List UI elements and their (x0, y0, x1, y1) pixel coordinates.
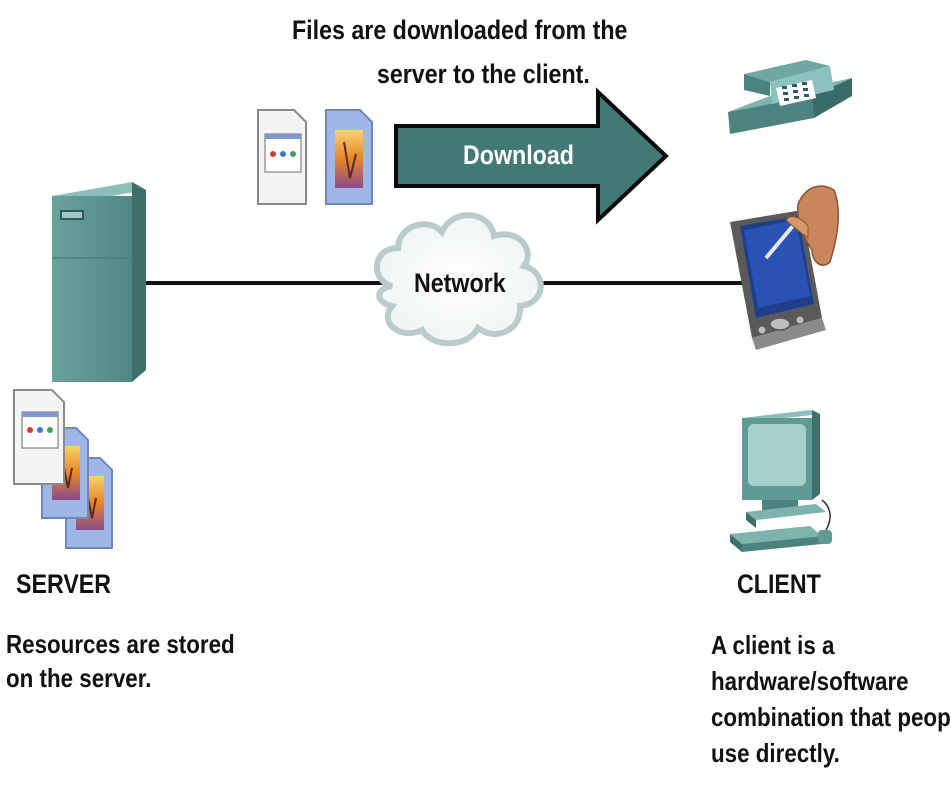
pda-icon (730, 185, 840, 350)
network-label: Network (414, 268, 506, 298)
client-description: A client is a hardware/software combinat… (711, 627, 951, 771)
server-title: SERVER (16, 569, 112, 599)
downloaded-files-icon (257, 109, 373, 205)
client-desc-line-3: combination that people (711, 702, 951, 732)
server-desc-line-1: Resources are stored (6, 629, 235, 659)
server-desc-line-2: on the server. (6, 663, 152, 693)
client-title: CLIENT (737, 569, 821, 599)
server-tower-icon (52, 182, 146, 382)
document-stack-icon (13, 389, 113, 549)
download-arrow (394, 87, 669, 225)
client-desc-line-1: A client is a (711, 630, 835, 660)
cloud-icon (373, 212, 544, 347)
ip-phone-icon (728, 60, 852, 134)
client-desc-line-4: use directly. (711, 738, 840, 768)
download-label: Download (463, 140, 574, 170)
caption-line-2: server to the client. (376, 59, 590, 89)
caption-line-1: Files are downloaded from the (292, 15, 628, 45)
client-desc-line-2: hardware/software (711, 666, 909, 696)
diagram-caption: Files are downloaded from the server to … (292, 8, 627, 96)
desktop-computer-icon (730, 410, 832, 552)
server-description: Resources are stored on the server. (6, 627, 235, 695)
